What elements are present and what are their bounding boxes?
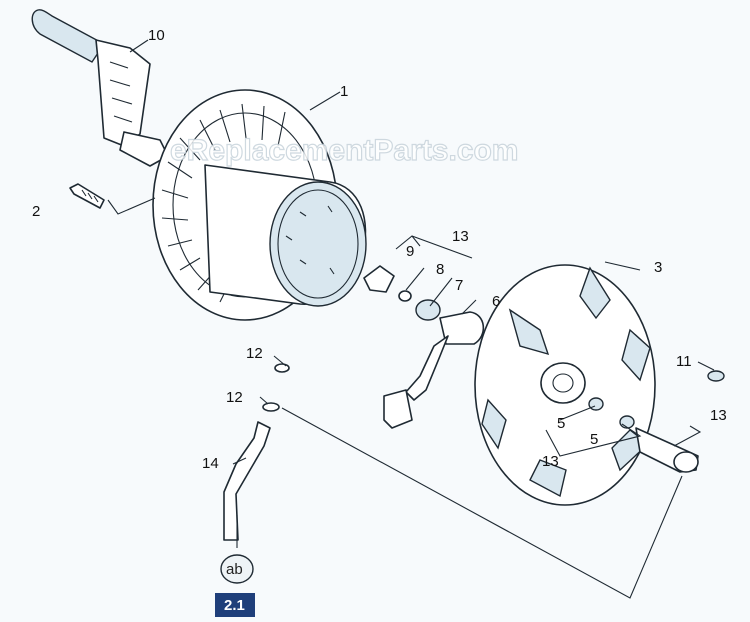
watermark: eReplacementParts.com	[170, 134, 519, 167]
side-disc	[474, 264, 656, 506]
callout-2: 2	[32, 203, 40, 220]
callout-10: 10	[148, 27, 165, 44]
callout-6: 6	[492, 293, 500, 310]
callout-14: 14	[202, 455, 219, 472]
callout-11: 11	[676, 353, 692, 370]
reference-badge	[215, 593, 255, 617]
reference-ab: ab	[226, 561, 243, 578]
hose-fittings	[363, 265, 485, 429]
callout-12-top: 12	[246, 345, 263, 362]
callout-13-bottom: 13	[542, 453, 559, 470]
callout-9: 9	[406, 243, 414, 260]
callout-8: 8	[436, 261, 444, 278]
small-parts	[223, 363, 725, 541]
callout-5-left: 5	[557, 415, 565, 432]
callout-13-right: 13	[710, 407, 727, 424]
screw	[69, 183, 105, 209]
crank-handle	[31, 9, 169, 167]
callout-13-top: 13	[452, 228, 469, 245]
callout-7: 7	[455, 277, 463, 294]
callout-12-bottom: 12	[226, 389, 243, 406]
callout-3: 3	[654, 259, 662, 276]
callout-5-right: 5	[590, 431, 598, 448]
callout-1: 1	[340, 83, 348, 100]
reel-drum	[152, 89, 367, 321]
reference-symbol: ab 2.1	[215, 554, 255, 617]
leader-lines	[107, 39, 715, 599]
reference-label: 2.1	[224, 597, 245, 614]
